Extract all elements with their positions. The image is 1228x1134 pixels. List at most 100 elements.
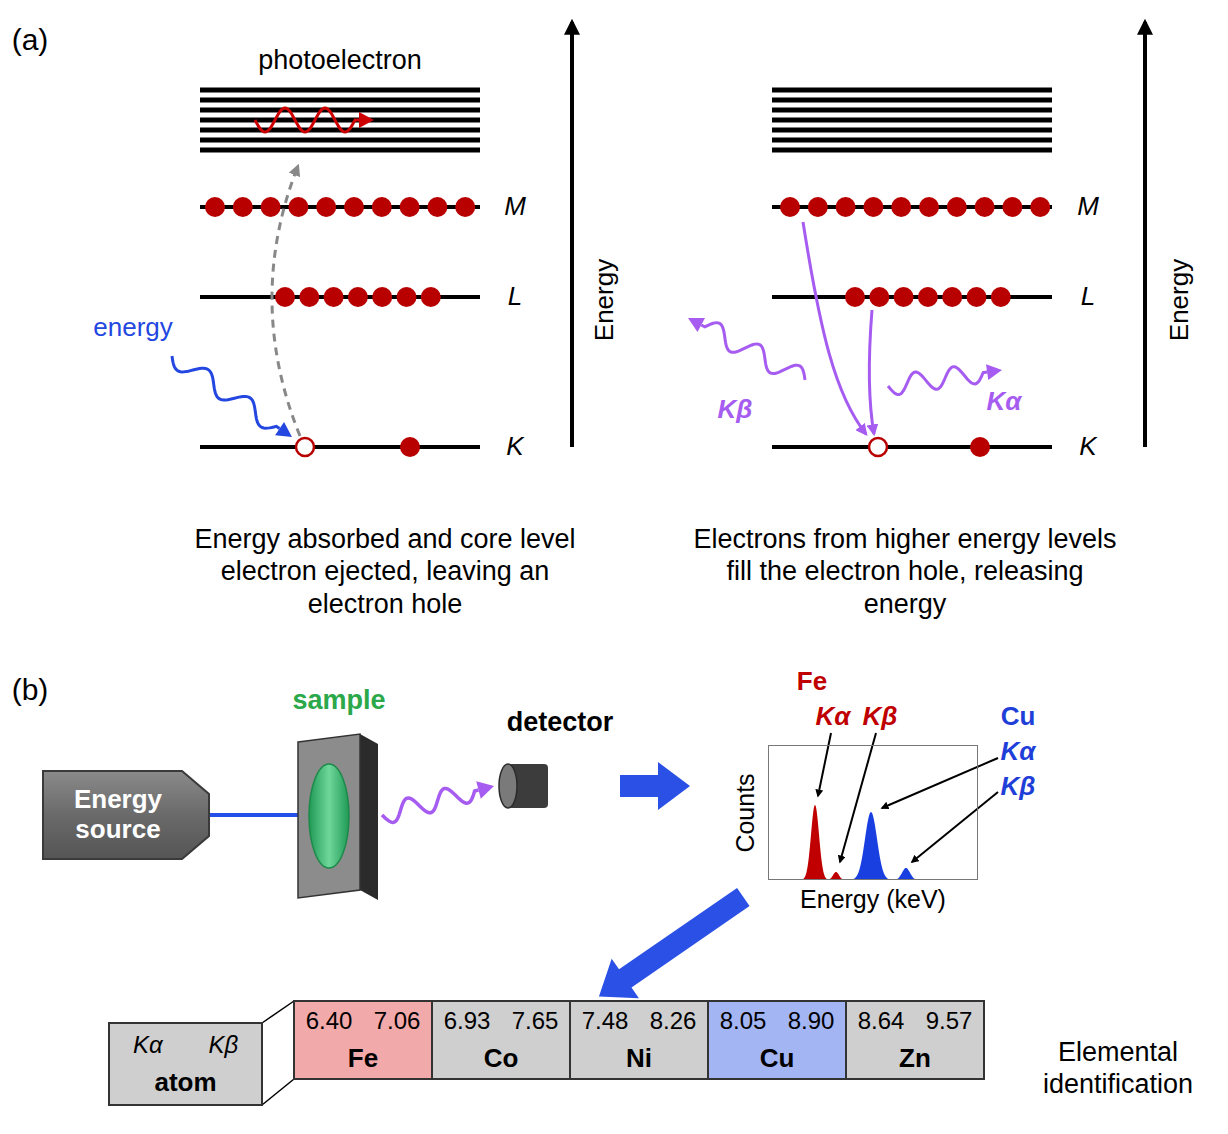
peak-label: Kα [1001,736,1036,767]
wave-arrowhead [359,112,374,128]
caption: Elemental identification [1018,1036,1218,1101]
element-cell: 6.407.06Fe [293,1000,433,1080]
detector-label: detector [507,707,614,738]
leader-line [840,733,876,862]
electron-dot [836,197,856,217]
electron-dot [324,287,344,307]
shell-label: K [506,431,523,462]
electron-dot [808,197,828,217]
energy-label: energy [93,312,173,343]
leader-line [912,792,998,862]
transition-arrow [869,310,874,434]
key-cell: KαKβatom [108,1022,263,1106]
electron-dot [261,197,281,217]
electron-dot [400,437,420,457]
electron-dot [421,287,441,307]
shell-label: L [508,281,522,312]
wave-arrowhead [986,364,1002,380]
line-energy: 8.90 [777,1006,845,1036]
continuum-bands [200,90,1052,150]
spectrum-peak [799,805,831,880]
element-symbol: atom [110,1066,261,1099]
connector-line [210,813,300,817]
band-line [772,98,1052,103]
flow-arrow [599,888,750,998]
electron-dot [991,287,1011,307]
line-energy: 8.05 [709,1006,777,1036]
band-line [200,138,480,143]
source-label: Energy source [50,785,186,845]
shell-label: M [1077,191,1099,222]
energy-levels [200,207,1052,447]
line-energy: 7.06 [363,1006,431,1036]
line-energy: 7.65 [501,1006,569,1036]
element-cell: 6.937.65Co [431,1000,571,1080]
leader-line [818,733,831,796]
band-line [200,148,480,153]
spectrum-label: Counts [731,773,760,852]
electron-dot [975,197,995,217]
emission-label: Kα [987,386,1022,417]
kbeta-wave [701,323,805,380]
zoom-line [262,1079,294,1105]
spectrum-peaks [799,805,922,880]
electron-dot [233,197,253,217]
kalpha-wave [888,367,987,395]
spectrum-peak [824,872,848,880]
electron-dot [348,287,368,307]
element-cell: 8.058.90Cu [707,1000,847,1080]
node-shape [298,730,380,900]
detector-symbol: detector [498,758,550,814]
band-line [200,118,480,123]
electron-dot [970,437,990,457]
plate-face [298,734,360,898]
electron-dot [275,287,295,307]
peak-label: Kβ [863,701,898,732]
band-line [772,128,1052,133]
band-line [772,108,1052,113]
electron-dot [1002,197,1022,217]
element-cell: 8.649.57Zn [845,1000,985,1080]
source-outline [43,771,209,859]
sample-plate: sample [298,730,380,900]
element-label: Fe [797,666,827,697]
sample-label: sample [292,685,385,716]
spectrum-label: Energy (keV) [800,885,946,914]
line-energy: 6.40 [295,1006,363,1036]
leader-line [882,758,998,808]
photoelectron-wave [255,108,359,132]
zoom-lines [262,1001,294,1105]
electron-dot [372,287,392,307]
band-line [200,98,480,103]
panel-letter: (b) [12,672,49,708]
block-arrow [599,888,750,998]
node-shape [498,758,550,814]
electron-dot [845,287,865,307]
peak-label: Kβ [1001,771,1036,802]
electron-dot [397,287,417,307]
axis-label: Energy [589,259,620,341]
element-symbol: Fe [295,1042,431,1075]
energy-axis [1143,22,1147,447]
level-line [200,445,480,449]
beam-line [210,815,300,816]
shell-label: L [1081,281,1095,312]
band-label: photoelectron [258,44,422,76]
band-line [772,148,1052,153]
electron-dot [869,287,889,307]
electron-dot [967,287,987,307]
leader-lines [818,733,998,862]
emission-arrow [382,781,494,822]
block-arrow [620,762,690,810]
element-label: Cu [1001,701,1036,732]
electron-dot [894,287,914,307]
transition-arrow [803,222,866,434]
electron-dot [455,197,475,217]
arrowhead [476,781,494,798]
wave-arrowhead [275,422,292,437]
electron-dot [372,197,392,217]
emission-label: Kβ [718,394,753,425]
detector-face [499,764,517,808]
electron-dot [344,197,364,217]
